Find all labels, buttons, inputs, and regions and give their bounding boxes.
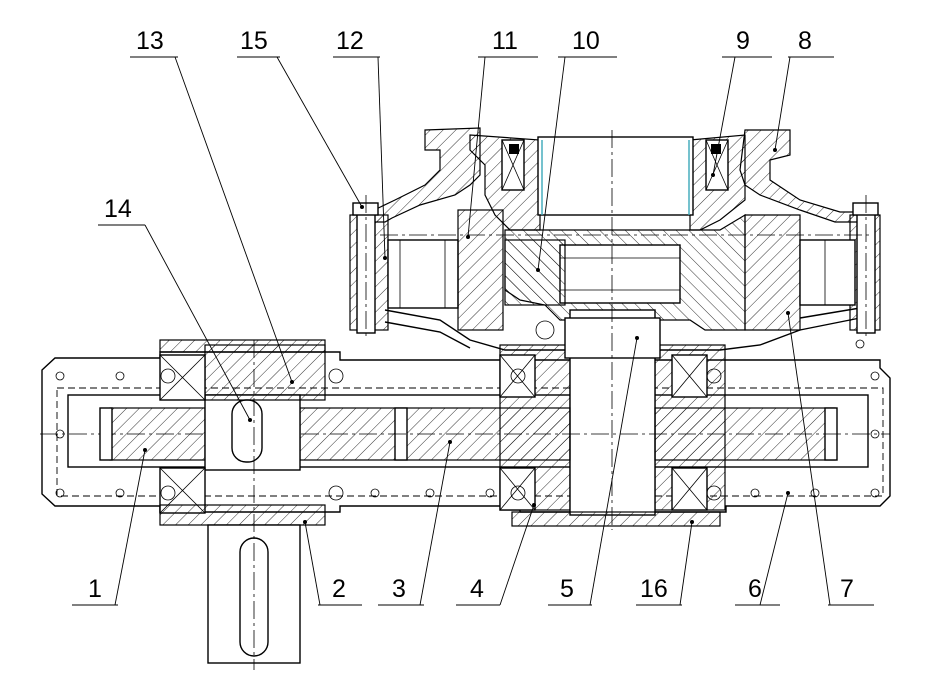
leader-lines — [72, 56, 874, 606]
callout-13: 13 — [136, 27, 164, 55]
callout-3: 3 — [392, 575, 406, 603]
callout-5: 5 — [560, 575, 574, 603]
flange-bolt-left — [349, 195, 389, 340]
lower-bearings — [499, 354, 708, 511]
callout-11: 11 — [492, 27, 518, 55]
callout-15: 15 — [240, 27, 268, 55]
callout-9: 9 — [736, 27, 750, 55]
callout-12: 12 — [336, 27, 364, 55]
callout-labels: 1 2 3 4 5 16 6 7 13 15 12 11 10 9 8 14 — [88, 27, 854, 603]
callout-6: 6 — [748, 575, 762, 603]
housing-bolt-holes — [55, 320, 880, 501]
callout-10: 10 — [572, 27, 600, 55]
big-gear — [40, 407, 890, 461]
callout-1: 1 — [88, 575, 102, 603]
input-pinion-assembly — [99, 339, 326, 670]
top-seals — [501, 139, 729, 191]
callout-2: 2 — [332, 575, 346, 603]
callout-8: 8 — [798, 27, 812, 55]
upper-housing — [369, 127, 861, 351]
callout-16: 16 — [640, 575, 668, 603]
upper-gear-train — [380, 209, 870, 331]
callout-7: 7 — [840, 575, 854, 603]
callout-4: 4 — [470, 575, 484, 603]
callout-14: 14 — [104, 195, 132, 223]
